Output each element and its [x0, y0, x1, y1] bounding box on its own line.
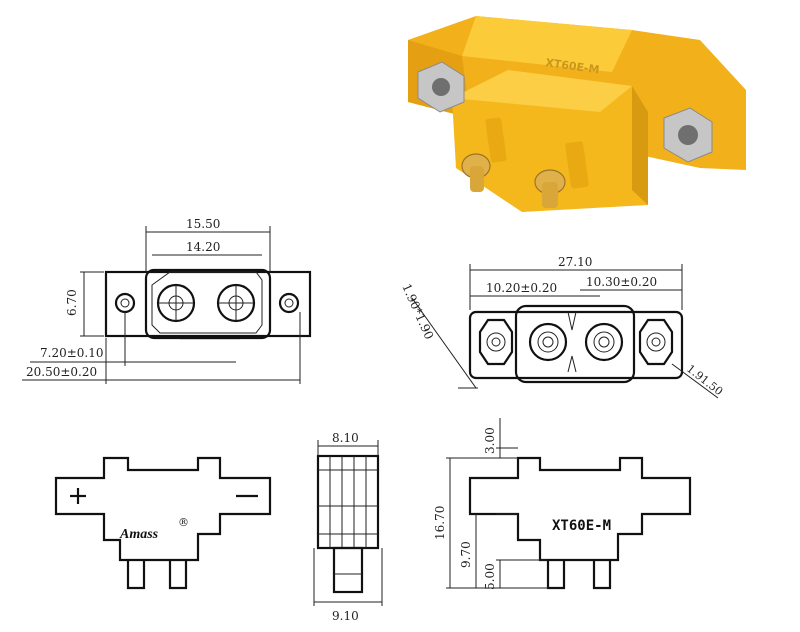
middle-pin [332, 546, 364, 594]
hex-nut-left [478, 318, 514, 366]
middle-view: 8.10 9.10 [313, 431, 383, 623]
registered-mark: ® [178, 516, 189, 529]
side-view-left: Amass ® [54, 456, 272, 590]
dim-16-70: 16.70 [433, 506, 447, 540]
pin-sleeve-right [565, 141, 589, 189]
connector-photo: XT60E-M [408, 16, 746, 212]
hex-housing [514, 304, 636, 384]
front-housing [144, 268, 272, 340]
dim-3-00: 3.00 [483, 427, 497, 454]
front-housing-inner [151, 271, 263, 334]
dim-6-70: 6.70 [65, 289, 79, 316]
dim-27-10: 27.10 [558, 255, 592, 269]
side-right-pins [546, 560, 612, 590]
brand-text: Amass [119, 527, 159, 542]
front-hole-right [278, 292, 300, 314]
hex-flange [468, 310, 684, 380]
pin-sleeve-left [485, 117, 507, 163]
dim-15-50: 15.50 [186, 217, 220, 231]
hex-nut-right [638, 318, 674, 366]
side-left-outline [54, 456, 272, 562]
side-left-pins [126, 560, 188, 590]
dim-10-30: 10.30±0.20 [586, 275, 657, 289]
photo-housing-side [632, 86, 648, 205]
hex-pin-right [584, 322, 624, 362]
dim-9-10: 9.10 [332, 609, 359, 623]
hex-pin-left [528, 322, 568, 362]
front-view: 15.50 14.20 6.70 7.20±0.10 20.50±0.20 [22, 217, 312, 384]
photo-top-face [462, 16, 632, 72]
side-right-outline [468, 456, 692, 562]
front-hole-left [114, 292, 136, 314]
dim-20-50: 20.50±0.20 [26, 365, 97, 379]
dim-8-10: 8.10 [332, 431, 359, 445]
dim-5-00: 5.00 [483, 563, 497, 590]
side-view-right: XT60E-M 16.70 3.00 9.70 5.00 [433, 418, 692, 590]
nut-left-hole [432, 78, 450, 96]
pin-gold-left-tip [470, 166, 484, 192]
dim-14-20: 14.20 [186, 240, 220, 254]
dim-10-20: 10.20±0.20 [486, 281, 557, 295]
nut-right-hole [678, 125, 698, 145]
model-text: XT60E-M [552, 518, 611, 534]
dim-small-hex: 1.91.50 [684, 362, 725, 398]
dim-7-20: 7.20±0.10 [40, 346, 104, 360]
photo-housing-top [452, 70, 632, 112]
dim-9-70: 9.70 [459, 541, 473, 568]
pin-gold-right-tip [542, 182, 558, 208]
hex-view: 27.10 10.20±0.20 10.30±0.20 1.90*1.90 1.… [399, 255, 725, 399]
dim-chamfer: 1.90*1.90 [399, 282, 436, 342]
